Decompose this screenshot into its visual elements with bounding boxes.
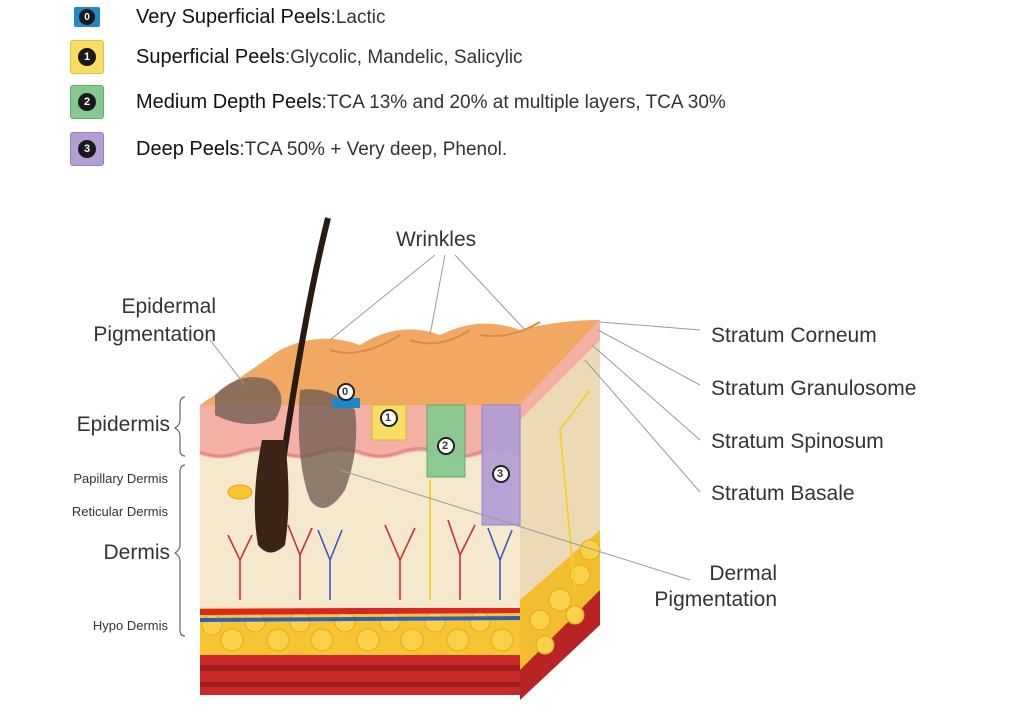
legend-item-superficial: 1 Superficial Peels:Glycolic, Mandelic, … bbox=[70, 40, 523, 74]
label-reticular-dermis: Reticular Dermis bbox=[71, 504, 168, 519]
legend-item-medium: 2 Medium Depth Peels:TCA 13% and 20% at … bbox=[70, 85, 726, 119]
dermis-layer bbox=[200, 448, 520, 608]
label-epidermis: Epidermis bbox=[76, 413, 170, 436]
legend-label: Superficial Peels:Glycolic, Mandelic, Sa… bbox=[136, 46, 523, 69]
nerves bbox=[429, 389, 591, 600]
artery bbox=[199, 607, 521, 615]
peel-depth-0 bbox=[332, 398, 360, 408]
badge-number: 0 bbox=[79, 9, 95, 25]
badge-1: 1 bbox=[70, 40, 104, 74]
legend-label: Very Superficial Peels:Lactic bbox=[136, 6, 385, 29]
label-epidermal-pigmentation-2: Pigmentation bbox=[93, 323, 216, 346]
capillaries bbox=[227, 519, 476, 600]
label-stratum-basale: Stratum Basale bbox=[711, 482, 855, 505]
badge-number: 2 bbox=[78, 93, 96, 111]
label-dermal-pigmentation-1: Dermal bbox=[709, 562, 777, 585]
legend-item-very-superficial: 0 Very Superficial Peels:Lactic bbox=[70, 0, 385, 34]
vein bbox=[199, 616, 521, 622]
peel-depth-badges bbox=[337, 383, 510, 483]
skin-side-epidermis bbox=[520, 320, 600, 420]
label-stratum-granulosome: Stratum Granulosome bbox=[711, 377, 917, 400]
label-papillary-dermis: Papillary Dermis bbox=[73, 471, 168, 486]
leader-lines bbox=[209, 254, 701, 581]
legend-detail: :TCA 13% and 20% at multiple layers, TCA… bbox=[321, 91, 726, 113]
skin-surface bbox=[200, 320, 600, 405]
basal-layer bbox=[199, 447, 521, 458]
wrinkle-line bbox=[479, 321, 541, 338]
legend-item-deep: 3 Deep Peels:TCA 50% + Very deep, Phenol… bbox=[70, 132, 507, 166]
label-wrinkles: Wrinkles bbox=[396, 228, 477, 251]
legend-name: Superficial Peels bbox=[136, 45, 285, 68]
badge-number: 3 bbox=[78, 140, 96, 158]
legend-detail: :TCA 50% + Very deep, Phenol. bbox=[239, 138, 508, 160]
muscle-layer bbox=[200, 650, 520, 695]
hair-follicle bbox=[254, 440, 289, 553]
legend-detail: :Lactic bbox=[330, 6, 386, 28]
label-hypo-dermis: Hypo Dermis bbox=[92, 618, 168, 633]
label-stratum-corneum: Stratum Corneum bbox=[711, 324, 877, 347]
label-dermis: Dermis bbox=[103, 541, 171, 564]
brackets bbox=[173, 396, 186, 637]
label-dermal-pigmentation-2: Pigmentation bbox=[654, 588, 777, 611]
badge-2: 2 bbox=[70, 85, 104, 119]
legend-name: Very Superficial Peels bbox=[136, 5, 331, 28]
label-epidermal-pigmentation-1: Epidermal bbox=[121, 295, 216, 318]
legend-detail: :Glycolic, Mandelic, Salicylic bbox=[284, 46, 523, 68]
badge-0: 0 bbox=[74, 7, 100, 27]
legend-name: Deep Peels bbox=[136, 137, 240, 160]
legend-name: Medium Depth Peels bbox=[136, 90, 322, 113]
veins bbox=[317, 527, 513, 600]
label-stratum-spinosum: Stratum Spinosum bbox=[711, 430, 884, 453]
wrinkle-line bbox=[409, 329, 471, 345]
badge-3: 3 bbox=[70, 132, 104, 166]
epidermal-pigment bbox=[215, 377, 282, 424]
diagram-badge-3: 3 bbox=[497, 468, 504, 480]
muscle-stripe bbox=[200, 665, 520, 671]
diagram-badge-0: 0 bbox=[342, 386, 349, 398]
wrinkle-line bbox=[329, 334, 401, 354]
legend-label: Deep Peels:TCA 50% + Very deep, Phenol. bbox=[136, 138, 507, 161]
dermal-pigment bbox=[298, 389, 357, 508]
sebaceous-gland bbox=[227, 484, 253, 500]
diagram-badge-1: 1 bbox=[385, 412, 392, 424]
diagram-badge-2: 2 bbox=[442, 440, 449, 452]
muscle-stripe bbox=[200, 682, 520, 687]
badge-number: 1 bbox=[78, 48, 96, 66]
legend-label: Medium Depth Peels:TCA 13% and 20% at mu… bbox=[136, 91, 726, 114]
